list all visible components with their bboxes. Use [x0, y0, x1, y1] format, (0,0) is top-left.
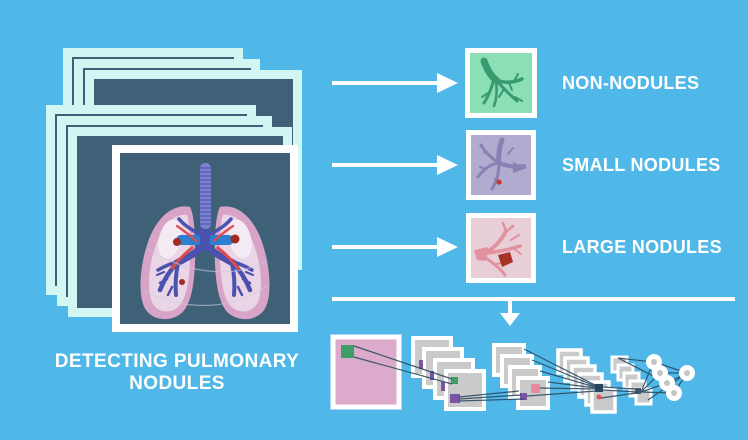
down-arrow-icon	[508, 301, 512, 313]
vessel-branch-green-icon	[480, 57, 524, 108]
cnn-conv-stack-2	[492, 343, 550, 410]
vessel-branch-purple-icon	[476, 137, 527, 191]
class-box-small-nodules	[466, 130, 536, 200]
separator-line	[332, 297, 735, 301]
label-large-nodules: LARGE NODULES	[562, 237, 722, 257]
label-non-nodules: NON-NODULES	[562, 73, 700, 93]
label-small-nodules: SMALL NODULES	[562, 155, 721, 175]
diagram-title-line2: NODULES	[129, 373, 225, 394]
cnn-network-icon	[330, 334, 695, 414]
right-arrow-icon	[332, 237, 458, 257]
diagram-title: DETECTING PULMONARY NODULES	[27, 351, 327, 395]
right-arrow-icon	[332, 155, 458, 175]
class-box-large-nodules	[466, 213, 536, 283]
class-box-non-nodules	[465, 48, 537, 118]
cnn-input-image	[330, 334, 402, 410]
cnn-fc-nodes	[646, 354, 695, 401]
diagram-title-line1: DETECTING PULMONARY	[54, 351, 300, 372]
vessel-branch-pink-icon	[474, 221, 522, 277]
right-arrow-icon	[332, 73, 458, 93]
ct-scan-front-frame	[112, 145, 298, 332]
cnn-conv-stack-1	[411, 336, 486, 411]
lungs-icon	[140, 163, 270, 320]
down-arrow-head	[500, 313, 520, 326]
